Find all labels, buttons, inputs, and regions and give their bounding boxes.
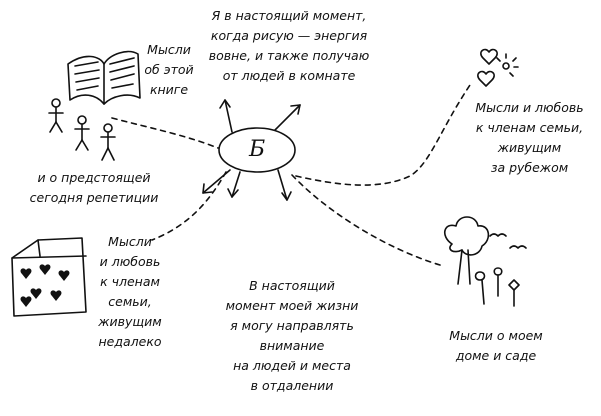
arrow-down-right xyxy=(277,169,292,201)
center-letter: Б xyxy=(249,137,266,162)
label-home: Мысли о моем доме и саде xyxy=(449,328,543,363)
love-sun-icon xyxy=(477,48,519,87)
dashed-connectors xyxy=(111,84,471,266)
connector-book xyxy=(111,117,219,149)
label-bottom: В настоящий момент моей жизни я могу нап… xyxy=(225,278,359,393)
connector-garden xyxy=(291,174,441,266)
label-top: Я в настоящий момент, когда рисую — энер… xyxy=(208,8,370,83)
connector-abroad xyxy=(295,84,471,186)
label-abroad: Мысли и любовь к членам семьи, живущим з… xyxy=(475,100,584,175)
label-nearby: Мысли и любовь к членам семьи, живущим н… xyxy=(98,234,162,349)
arrow-down-left xyxy=(227,171,241,198)
arrow-up-right xyxy=(274,104,301,131)
arrow-up xyxy=(219,99,233,133)
book-icon xyxy=(67,50,141,105)
garden-icon xyxy=(444,216,527,307)
center-oval xyxy=(218,127,296,173)
hearts-icon xyxy=(20,264,70,307)
house-icon xyxy=(11,237,87,317)
label-rehearsal: и о предстоящей сегодня репетиции xyxy=(29,170,159,205)
label-book: Мысли об этой книге xyxy=(144,42,194,97)
people-icon xyxy=(48,98,116,161)
connector-nearby xyxy=(151,171,227,241)
